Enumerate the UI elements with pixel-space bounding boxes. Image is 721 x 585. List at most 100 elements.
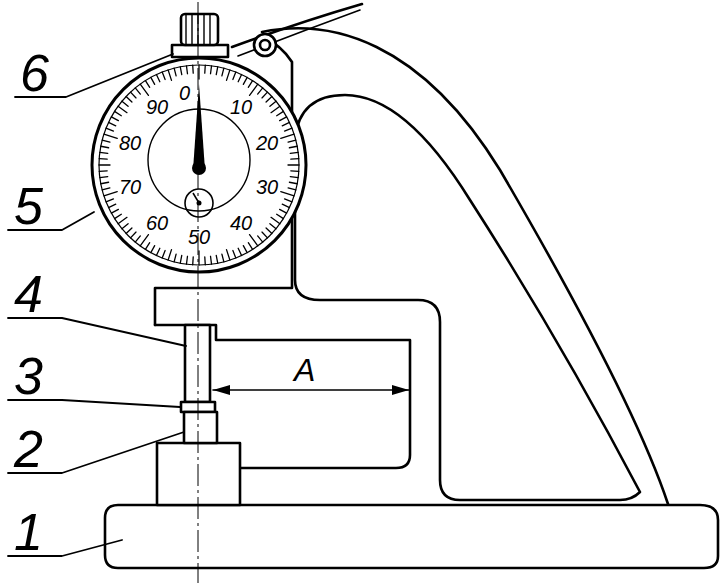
dial-tick	[131, 92, 136, 98]
dial-tick	[243, 77, 247, 84]
dial-tick	[262, 92, 267, 98]
dial-tick	[106, 128, 113, 131]
dial-tick	[216, 255, 217, 263]
dial-tick	[186, 66, 187, 74]
dial-tick	[258, 88, 263, 94]
dial-tick	[118, 217, 127, 223]
dial-tick	[211, 66, 212, 74]
collar	[172, 45, 228, 57]
dial-tick	[102, 140, 110, 142]
dial-tick	[288, 188, 296, 190]
dial-tick	[126, 97, 132, 102]
anvil	[184, 412, 217, 443]
dial-tick	[248, 81, 252, 88]
dial-tick	[290, 177, 298, 178]
dial-tick	[101, 182, 109, 183]
dial-tick	[111, 209, 118, 213]
lifting-lever	[232, 4, 362, 47]
dial-tick	[282, 204, 289, 207]
dial-tick	[109, 122, 116, 125]
dial-scale-number: 0	[179, 83, 190, 103]
dial-tick	[280, 209, 287, 213]
dial-scale-number: 10	[230, 97, 252, 117]
dial-tick	[192, 257, 194, 265]
dial-tick	[168, 250, 171, 260]
dial-tick	[180, 255, 181, 263]
dial-tick	[288, 140, 296, 142]
dial-tick	[270, 101, 276, 106]
dial-tick	[291, 170, 299, 172]
dial-tick	[115, 111, 122, 115]
dial-tick	[106, 199, 113, 202]
dial-tick	[145, 243, 149, 250]
dimension-arrow	[213, 385, 409, 395]
counter-pointer	[193, 193, 199, 203]
dial-tick	[102, 188, 110, 190]
dial-tick	[186, 256, 187, 264]
dial-tick	[111, 117, 118, 121]
dial-tick	[243, 246, 247, 253]
dial-tick	[282, 122, 289, 125]
dial-tick	[180, 67, 181, 75]
dial-face	[99, 65, 299, 265]
dial-tick	[291, 158, 299, 160]
dial-tick	[258, 236, 263, 242]
centre-line	[198, 2, 199, 583]
frame-hole	[295, 95, 640, 500]
dial-tick	[151, 246, 155, 253]
dial-tick	[233, 72, 236, 79]
dial-tick	[211, 256, 212, 264]
knob	[181, 14, 218, 45]
revolution-counter	[185, 189, 213, 217]
dial-tick	[281, 192, 294, 196]
dial-tick	[277, 111, 284, 115]
dial-tick	[233, 251, 236, 258]
dial-tick	[289, 146, 297, 147]
dial-tick	[216, 67, 217, 75]
callout-number: 3	[14, 350, 43, 402]
dial-tick	[140, 84, 148, 95]
callout-number: 4	[14, 268, 43, 320]
dial-tick	[227, 70, 230, 80]
dial-tick	[262, 232, 267, 238]
dial-tick	[222, 68, 224, 76]
dial-tick	[156, 75, 159, 82]
dial-tick	[198, 65, 199, 79]
dial-tick	[290, 152, 298, 153]
callout-number: 6	[20, 47, 49, 99]
dial-tick	[135, 88, 140, 94]
dial-tick	[248, 243, 252, 250]
dial-tick	[250, 84, 258, 95]
callout-number: 1	[14, 506, 43, 558]
dial-tick	[135, 236, 140, 242]
leader-line	[8, 318, 186, 346]
dial-tick	[192, 65, 194, 73]
dial-scale-number: 80	[119, 133, 141, 153]
dial-tick	[270, 224, 276, 229]
dial-scale-number: 20	[256, 133, 278, 153]
dial-scale-number: 60	[146, 213, 168, 233]
dial-tick	[131, 232, 136, 238]
dial-case	[92, 58, 306, 272]
dial-scale-number: 30	[256, 177, 278, 197]
frame-outline	[262, 28, 668, 504]
lifting-lever	[238, 10, 360, 56]
dial-tick	[250, 235, 258, 246]
dial-tick	[281, 134, 294, 138]
dial-tick	[99, 170, 107, 172]
callout-number: 5	[14, 180, 43, 232]
dial-tick	[99, 164, 110, 165]
hinge	[260, 40, 270, 50]
dial-tick	[288, 164, 299, 165]
dial-tick	[266, 228, 272, 233]
callout-number: 2	[14, 423, 43, 475]
dial-tick	[285, 128, 292, 131]
dial-tick	[238, 75, 241, 82]
base	[105, 505, 718, 568]
dial-tick	[277, 214, 284, 218]
dial-tick	[109, 204, 116, 207]
dial-tick	[145, 81, 149, 88]
dial-tick	[100, 152, 108, 153]
